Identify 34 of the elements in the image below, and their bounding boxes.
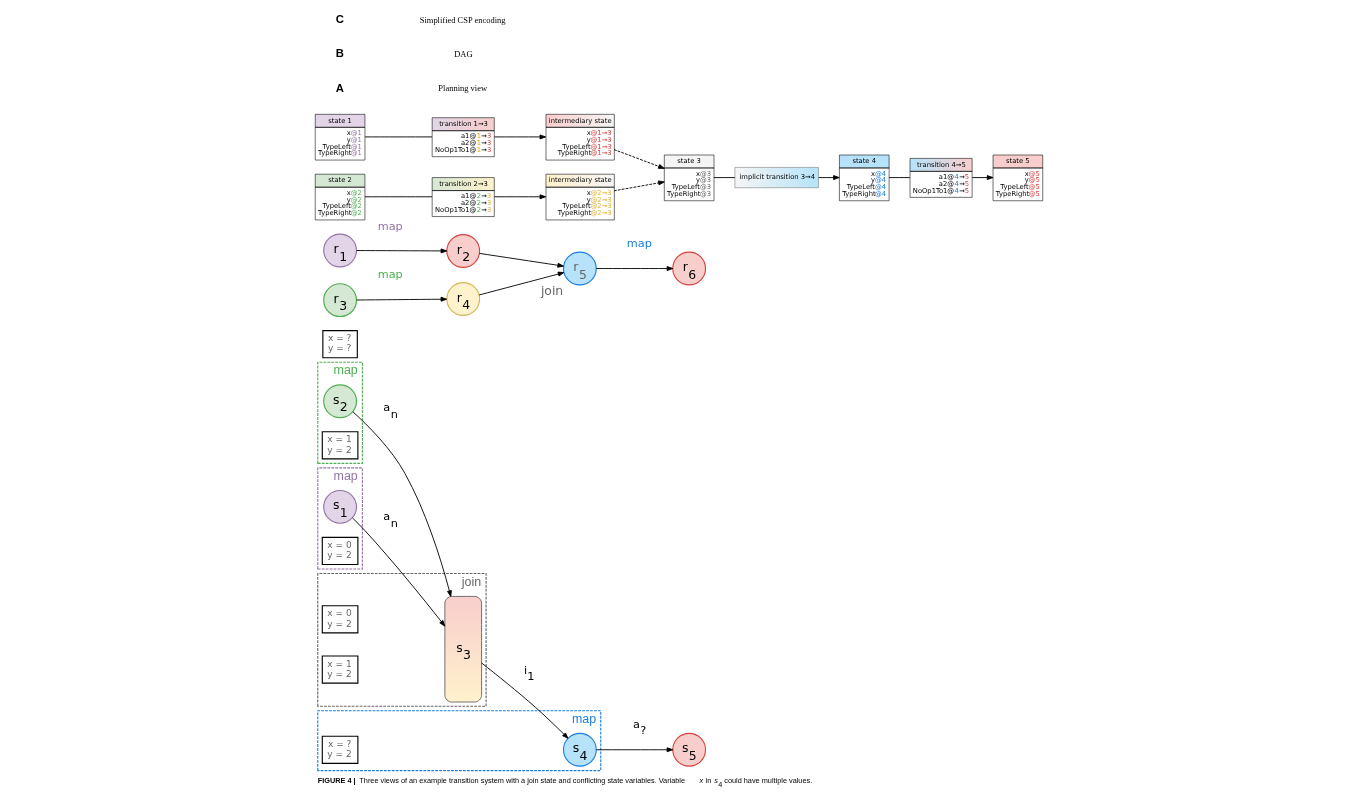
- label: DAG: [454, 48, 473, 59]
- edge-label: map: [377, 219, 403, 233]
- arrow: [478, 271, 565, 296]
- label: A: [335, 81, 345, 94]
- edge-label: map: [377, 268, 403, 282]
- arrow: [356, 248, 448, 254]
- arrow: [818, 175, 840, 180]
- connector: [713, 177, 736, 179]
- edge-label: map: [626, 237, 652, 251]
- label: C: [335, 12, 345, 25]
- arrow: [352, 411, 452, 597]
- arrow: [595, 266, 674, 271]
- arrow: [613, 180, 665, 192]
- arrow: [356, 296, 448, 302]
- arrow: [352, 517, 446, 627]
- arrow: [971, 175, 994, 180]
- label: Simplified CSP encoding: [419, 14, 506, 25]
- node-box: x = ? y = ?: [322, 330, 358, 359]
- node-box: x = 0 y = 2: [321, 605, 359, 634]
- label: Planning view: [438, 83, 488, 94]
- label: B: [335, 47, 345, 60]
- arrow: [479, 252, 564, 268]
- node-box: x = 1 y = 2: [321, 655, 359, 684]
- arrow: [613, 149, 665, 169]
- connector: [888, 177, 911, 179]
- node-box: x = ? y = 2: [321, 735, 359, 764]
- node-box: x = 0 y = 2: [321, 536, 359, 566]
- arrow: [494, 134, 547, 140]
- connector: [364, 196, 433, 198]
- node-label: join: [540, 282, 564, 298]
- node-box: x = 1 y = 2: [321, 431, 359, 460]
- arrow: [595, 747, 674, 753]
- arrow: [494, 194, 547, 200]
- arrow: [481, 662, 569, 739]
